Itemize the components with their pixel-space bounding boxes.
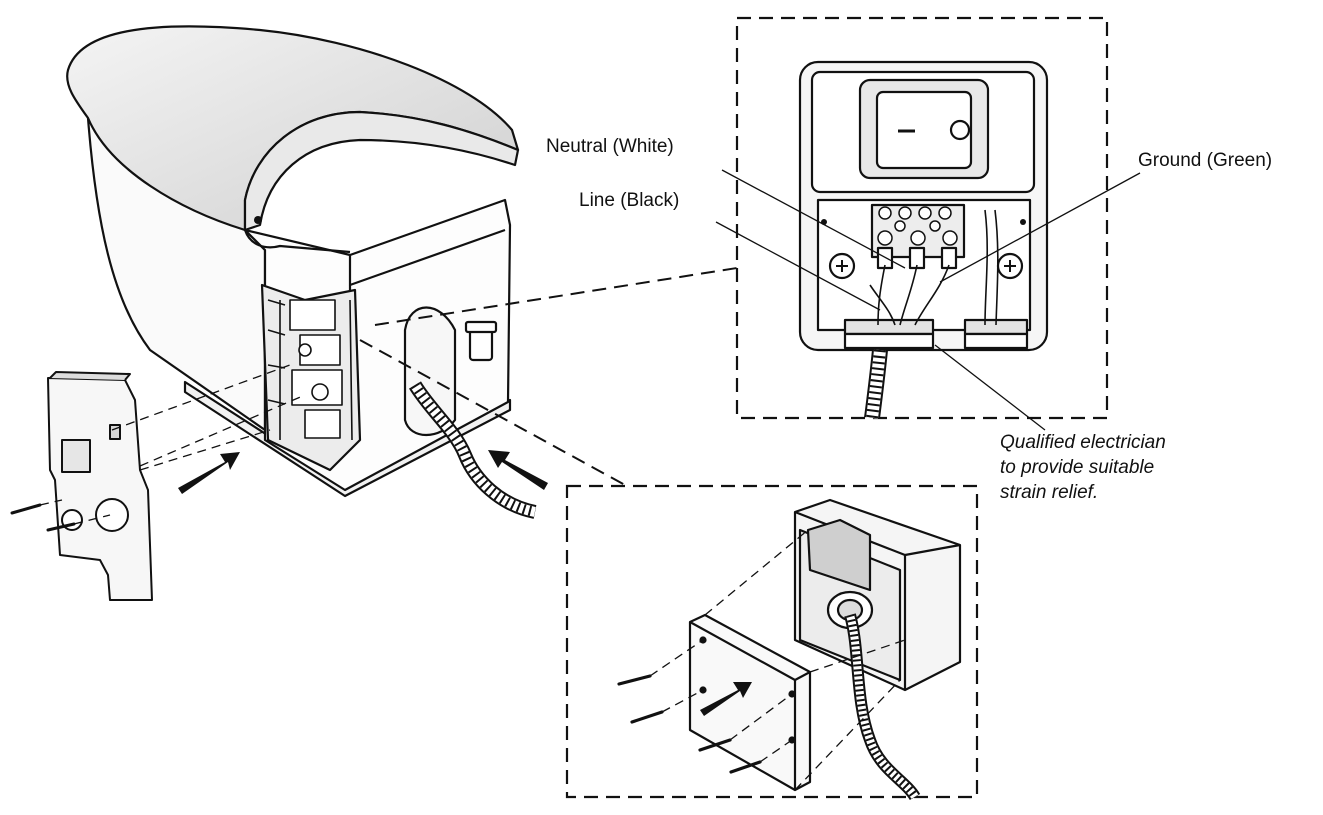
base-plate: [183, 380, 512, 498]
alignment-lines-main: [39, 364, 306, 525]
electrician-note: Qualified electrician to provide suitabl…: [1000, 430, 1166, 505]
callout-line-top: [374, 267, 738, 326]
label-line: Line (Black): [579, 190, 680, 211]
cover-plate: [688, 613, 812, 792]
main-unit: [66, 25, 520, 498]
note-line-2: to provide suitable: [1000, 457, 1155, 478]
screws-left: [10, 503, 76, 532]
detail-box-junction: [715, 16, 1141, 431]
note-line-3: strain relief.: [1000, 482, 1099, 503]
alignment-lines-cover: [649, 529, 906, 791]
screws-cover: [617, 674, 762, 774]
detail-box-cover: [565, 484, 979, 801]
access-panel: [47, 371, 153, 601]
arrow-icon: [700, 682, 752, 716]
conduit-main: [408, 381, 537, 519]
note-line-1: Qualified electrician: [1000, 432, 1166, 453]
lid-front: [243, 110, 520, 232]
wires: [869, 209, 999, 326]
arrow-icon: [178, 450, 548, 494]
leader-lines: [715, 169, 1141, 431]
label-ground: Ground (Green): [1138, 150, 1273, 171]
callout-line-bottom: [359, 339, 626, 486]
label-neutral: Neutral (White): [546, 136, 674, 157]
